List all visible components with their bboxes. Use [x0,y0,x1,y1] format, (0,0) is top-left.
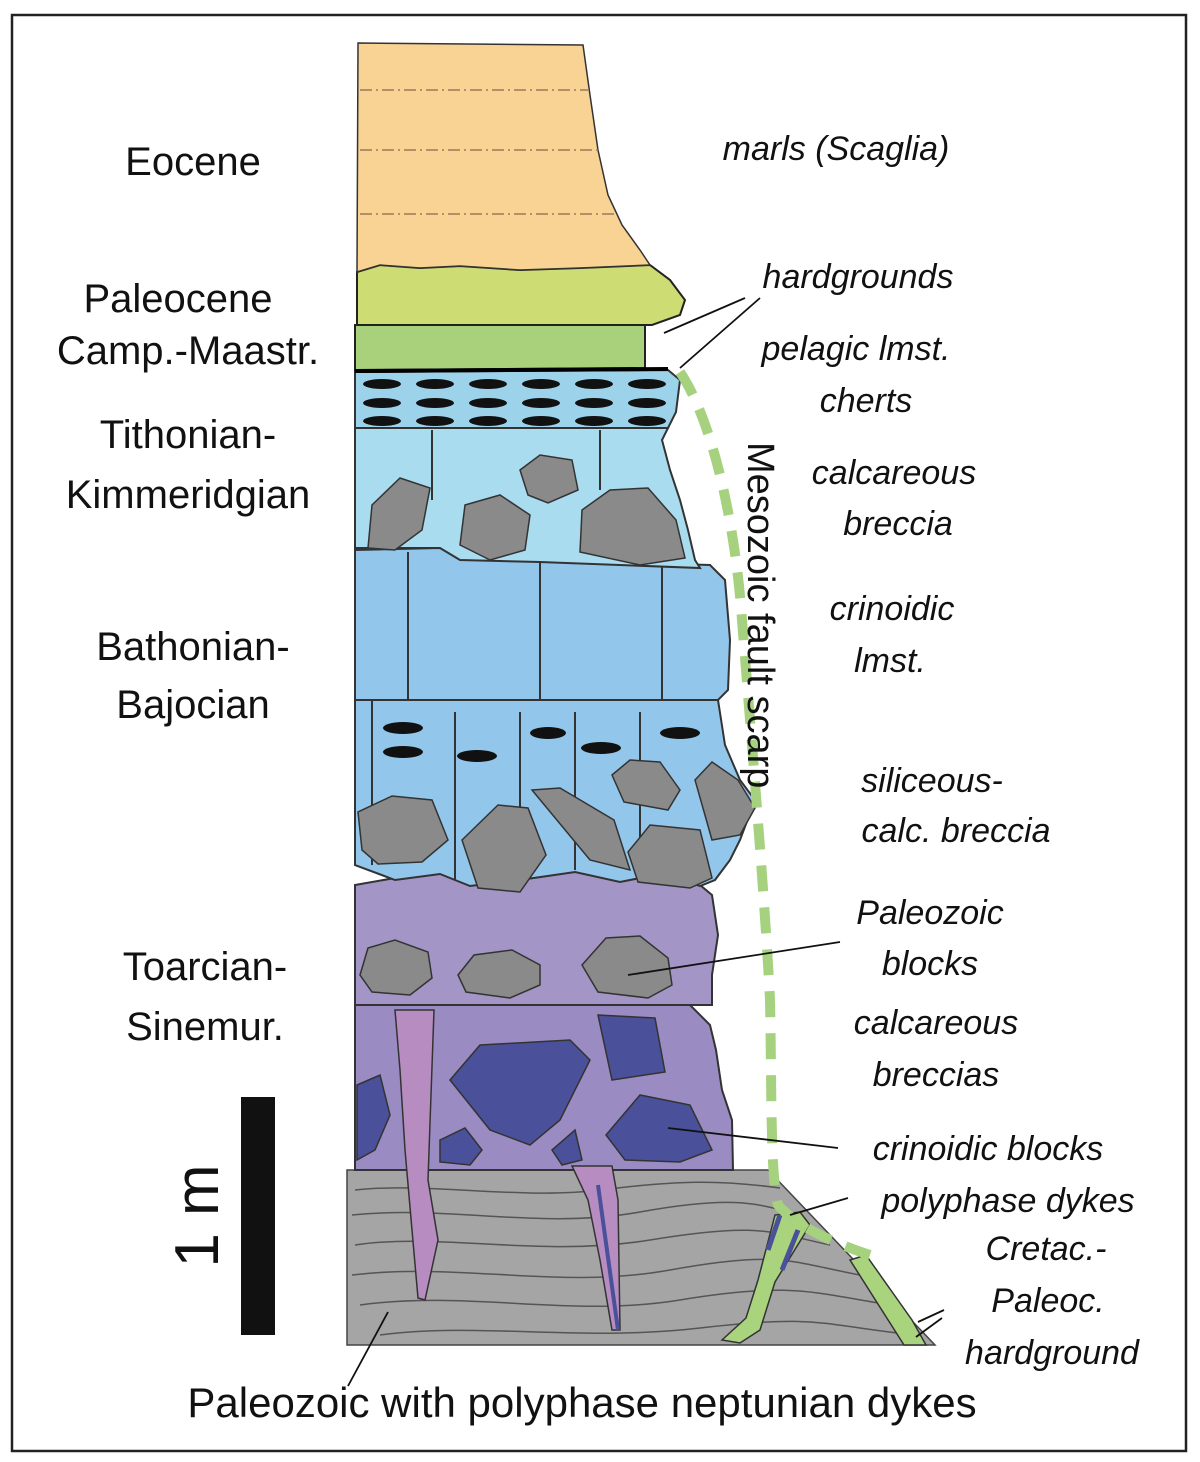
crinoidic-blocks [356,1014,714,1166]
label-pelagic-lmst: pelagic lmst. [761,330,951,368]
tithonian-joints [431,430,601,500]
age-kimmeridgian: Kimmeridgian [66,473,311,517]
label-calcareous-breccias-2: breccias [873,1056,1000,1094]
age-sinemurian: Sinemur. [126,1005,284,1049]
label-siliceous-1: siliceous- [861,762,1003,800]
label-paleozoic-blocks-1: Paleozoic [856,894,1003,932]
cretaceous-paleocene-hardground [720,1211,928,1346]
neptunian-dykes [394,1009,621,1331]
label-cretac-1: Cretac.- [986,1230,1107,1268]
label-siliceous-2: calc. breccia [862,812,1051,850]
bottom-caption: Paleozoic with polyphase neptunian dykes [187,1379,976,1426]
bathonian-clasts [357,759,756,893]
toarcian-clasts [359,935,673,999]
hardground-surface [354,367,669,373]
eocene-marls-layer [356,42,652,274]
label-cherts: cherts [820,382,913,420]
age-bathonian: Bathonian- [96,625,289,669]
label-cretac-2: Paleoc. [991,1282,1104,1320]
label-crinoidic-lmst-2: lmst. [854,642,926,680]
label-calcareous-breccia-1: calcareous [812,454,976,492]
polyphase-dyke-vein-1 [765,1214,783,1251]
bathonian-cherts [383,722,700,762]
chert-band [354,368,682,429]
chert-nodules [363,379,666,426]
label-polyphase-dykes: polyphase dykes [880,1182,1134,1220]
label-hardgrounds: hardgrounds [763,258,954,296]
polyphase-dyke-vein-2 [779,1229,801,1271]
label-paleozoic-blocks-2: blocks [882,945,978,983]
label-crinoidic-blocks: crinoidic blocks [873,1130,1104,1168]
age-eocene: Eocene [125,140,261,184]
tithonian-clasts [367,454,686,566]
toarcian-sinemurian-layer [354,868,735,1331]
label-calcareous-breccias-1: calcareous [854,1004,1018,1042]
bathonian-bajocian-layer [354,546,757,893]
paleocene-layer [356,263,687,326]
dyke-inner-vein [596,1184,620,1331]
paleozoic-basement [346,1169,937,1346]
age-tithonian: Tithonian- [100,413,276,457]
marl-bedding [360,89,618,215]
camp-maastr-layer [354,324,646,372]
age-paleocene: Paleocene [83,277,272,321]
figure-frame [10,13,1188,1453]
scale-bar-label: 1 m [163,1164,232,1267]
fault-scarp-label: Mesozoic fault scarp [739,442,781,788]
label-marls: marls (Scaglia) [723,130,950,168]
tithonian-kimmeridgian-layer [354,427,702,570]
label-cretac-3: hardground [965,1334,1140,1372]
age-bajocian: Bajocian [116,683,269,727]
label-calcareous-breccia-2: breccia [843,505,953,543]
age-camp-maastr: Camp.-Maastr. [57,329,319,373]
scale-bar [241,1097,275,1335]
label-crinoidic-lmst-1: crinoidic [830,590,955,628]
leader-lines [347,297,945,1387]
fault-scarp-line [675,369,882,1263]
age-toarcian: Toarcian- [123,945,288,989]
